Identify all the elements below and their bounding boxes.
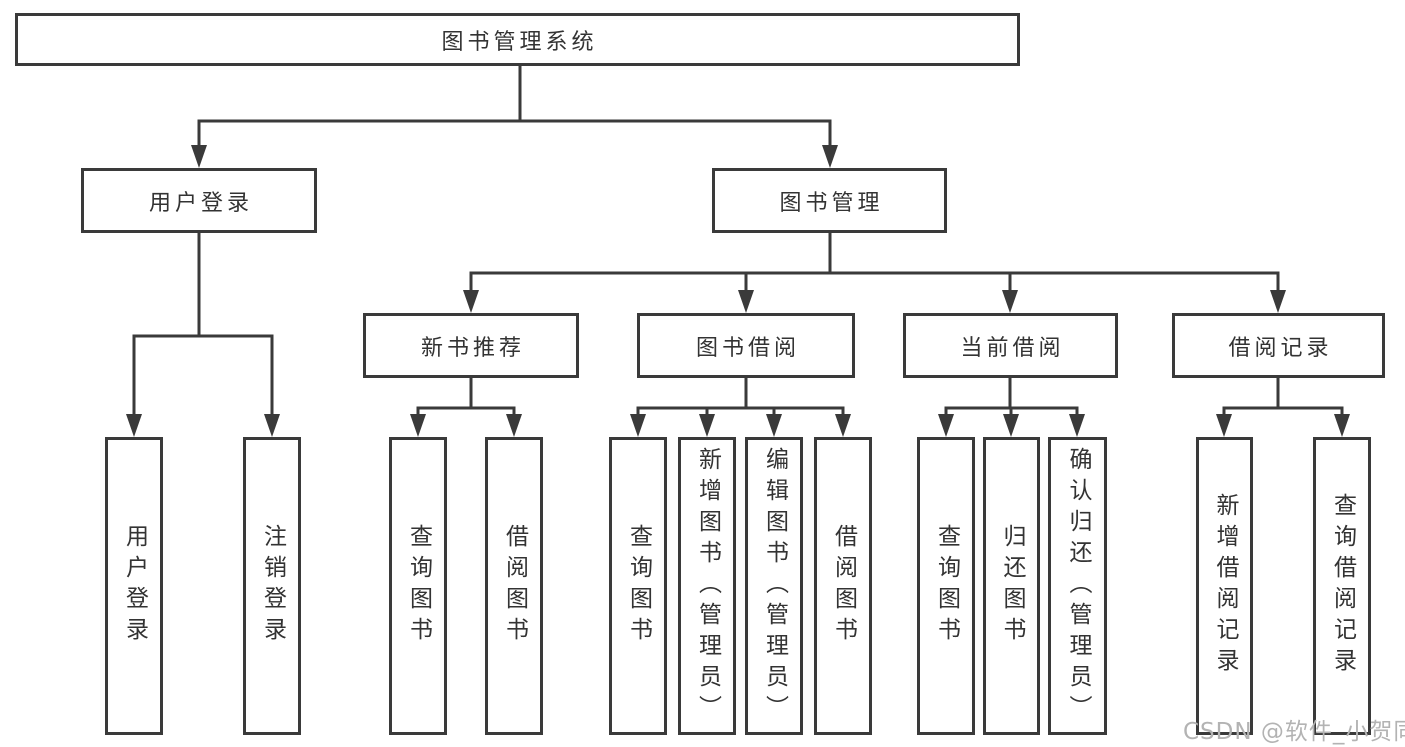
leaf-query-books-recommend-label: 查询图书 <box>405 524 432 648</box>
leaf-query-borrow-record: 查询借阅记录 <box>1313 437 1371 735</box>
leaf-logout-label: 注销登录 <box>259 524 286 648</box>
leaf-return-book-label: 归还图书 <box>999 524 1025 648</box>
leaf-edit-book-admin: 编辑图书（管理员） <box>745 437 803 735</box>
leaf-borrow-books-recommend: 借阅图书 <box>485 437 543 735</box>
leaf-user-login: 用户登录 <box>105 437 163 735</box>
node-user-login: 用户登录 <box>81 168 317 233</box>
leaf-query-books-current: 查询图书 <box>917 437 975 735</box>
leaf-add-borrow-record-label: 新增借阅记录 <box>1212 493 1238 679</box>
leaf-borrow-books-recommend-label: 借阅图书 <box>501 524 528 648</box>
leaf-query-books-recommend: 查询图书 <box>389 437 447 735</box>
leaf-add-book-admin-label: 新增图书（管理员） <box>694 446 721 726</box>
node-book-borrowing: 图书借阅 <box>637 313 855 378</box>
leaf-query-books-borrow-label: 查询图书 <box>625 524 652 648</box>
leaf-add-borrow-record: 新增借阅记录 <box>1196 437 1253 735</box>
leaf-edit-book-admin-label: 编辑图书（管理员） <box>761 446 788 726</box>
leaf-user-login-label: 用户登录 <box>121 524 148 648</box>
leaf-borrow-books-label: 借阅图书 <box>830 524 857 648</box>
csdn-watermark: CSDN @软件_小贺同学 <box>1183 719 1405 745</box>
node-current-borrowing: 当前借阅 <box>903 313 1118 378</box>
leaf-query-borrow-record-label: 查询借阅记录 <box>1329 493 1356 679</box>
leaf-confirm-return-admin: 确认归还（管理员） <box>1048 437 1107 735</box>
node-borrowing-records: 借阅记录 <box>1172 313 1385 378</box>
leaf-query-books-borrow: 查询图书 <box>609 437 667 735</box>
leaf-borrow-books: 借阅图书 <box>814 437 872 735</box>
node-new-book-recommendation: 新书推荐 <box>363 313 579 378</box>
leaf-query-books-current-label: 查询图书 <box>933 524 960 648</box>
leaf-return-book: 归还图书 <box>983 437 1040 735</box>
leaf-confirm-return-admin-label: 确认归还（管理员） <box>1065 446 1091 726</box>
leaf-logout: 注销登录 <box>243 437 301 735</box>
node-library-management-system: 图书管理系统 <box>15 13 1020 66</box>
node-book-management: 图书管理 <box>712 168 947 233</box>
leaf-add-book-admin: 新增图书（管理员） <box>678 437 736 735</box>
